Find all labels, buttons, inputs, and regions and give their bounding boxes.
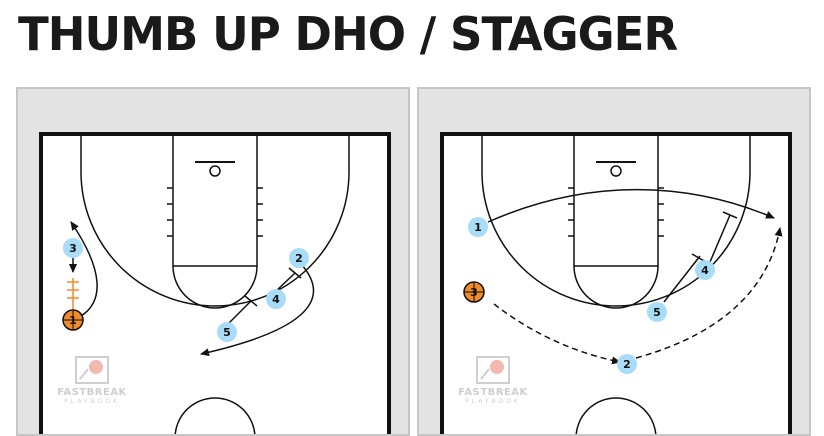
free-throw-circle [573,265,659,309]
rim [610,165,622,177]
lane-hash-marks [568,187,664,237]
player-label: 2 [295,252,303,265]
player-label: 3 [470,286,478,299]
action-handoff-3-to-1 [67,252,79,312]
brand-sub: PLAYBOOK [465,398,521,405]
action-screen-5 [228,295,258,324]
player-label: 5 [223,326,231,339]
player-label: 4 [272,293,280,306]
player-label: 4 [701,264,709,277]
player-5: 5 [217,322,237,342]
player-3-with-ball: 3 [463,281,485,303]
diagram-panel-left: 3 1 2 4 5 FASTBREAK PLAYBOOK [16,87,410,436]
player-2: 2 [617,354,637,374]
player-label: 1 [474,221,482,234]
lane-hash-marks [167,187,263,237]
court-lines [440,132,792,434]
center-circle [174,397,256,434]
rim [209,165,221,177]
fastbreak-watermark: FASTBREAK PLAYBOOK [54,355,130,405]
player-5: 5 [647,302,667,322]
player-4: 4 [695,260,715,280]
player-label: 1 [69,314,77,327]
basketball-logo-icon [476,356,510,384]
court-lines [39,132,391,434]
action-pass-2 [635,227,783,359]
brand-sub: PLAYBOOK [64,398,120,405]
lane-box [172,133,258,267]
brand-name: FASTBREAK [458,387,528,398]
player-label: 2 [623,358,631,371]
player-4: 4 [266,289,286,309]
action-cut-2 [200,263,315,357]
player-1: 1 [468,217,488,237]
free-throw-circle [172,265,258,309]
fastbreak-watermark: FASTBREAK PLAYBOOK [455,355,531,405]
player-1-with-ball: 1 [62,309,84,331]
three-point-line [481,134,751,307]
center-circle [575,397,657,434]
action-cut-1 [487,188,775,223]
action-dribble-1 [70,221,98,317]
action-screen-4 [709,211,738,263]
player-label: 5 [653,306,661,319]
brand-name: FASTBREAK [57,387,127,398]
player-2: 2 [289,248,309,268]
three-point-line [80,134,350,307]
player-label: 3 [69,242,77,255]
lane-box [573,133,659,267]
diagram-panel-right: 1 3 2 4 5 FASTBREAK PLAYBOOK [417,87,811,436]
action-screen-4 [274,267,302,293]
player-3: 3 [63,238,83,258]
basketball-logo-icon [75,356,109,384]
page-title: THUMB UP DHO / STAGGER [18,7,678,61]
action-pass-3-to-2 [493,303,621,365]
